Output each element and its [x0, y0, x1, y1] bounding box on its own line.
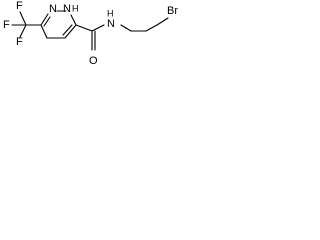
- chemical-structure-diagram: F F F N N H N H O Br: [3, 0, 178, 67]
- bond-ring-c5-c4-double: [62, 24, 73, 36]
- atom-h-amide: H: [107, 8, 114, 18]
- bond-ch2-3-br: [156, 17, 169, 26]
- bond-ring-c4-c3-close: [40, 24, 48, 39]
- bonds: [11, 10, 169, 51]
- atom-f-left: F: [3, 19, 10, 31]
- atom-labels: F F F N N H N H O Br: [3, 0, 178, 67]
- bond-ring-c5-c4: [64, 24, 77, 39]
- atom-h-ring: H: [72, 3, 79, 13]
- bond-ring-n1-c5: [70, 14, 77, 26]
- bond-ch2-2-ch2-3: [145, 24, 158, 32]
- bond-cf3-f-bottom: [19, 24, 27, 38]
- bond-carbonyl-n: [91, 24, 105, 32]
- bond-ring-c3-n2-double: [43, 16, 51, 27]
- atom-n-ring-2: N: [63, 3, 71, 15]
- bond-ring-carbonyl: [75, 24, 93, 32]
- atom-br: Br: [167, 5, 178, 17]
- bond-ring-c3-n2: [40, 13, 49, 26]
- atom-f-top: F: [16, 0, 23, 12]
- atom-f-bottom: F: [16, 36, 23, 48]
- atom-n-ring-1: N: [49, 3, 57, 15]
- bond-n-ch2-1: [120, 24, 132, 32]
- atom-o-carbonyl: O: [89, 55, 98, 67]
- bond-cf3-f-top: [19, 11, 27, 26]
- atom-n-amide: N: [107, 18, 115, 30]
